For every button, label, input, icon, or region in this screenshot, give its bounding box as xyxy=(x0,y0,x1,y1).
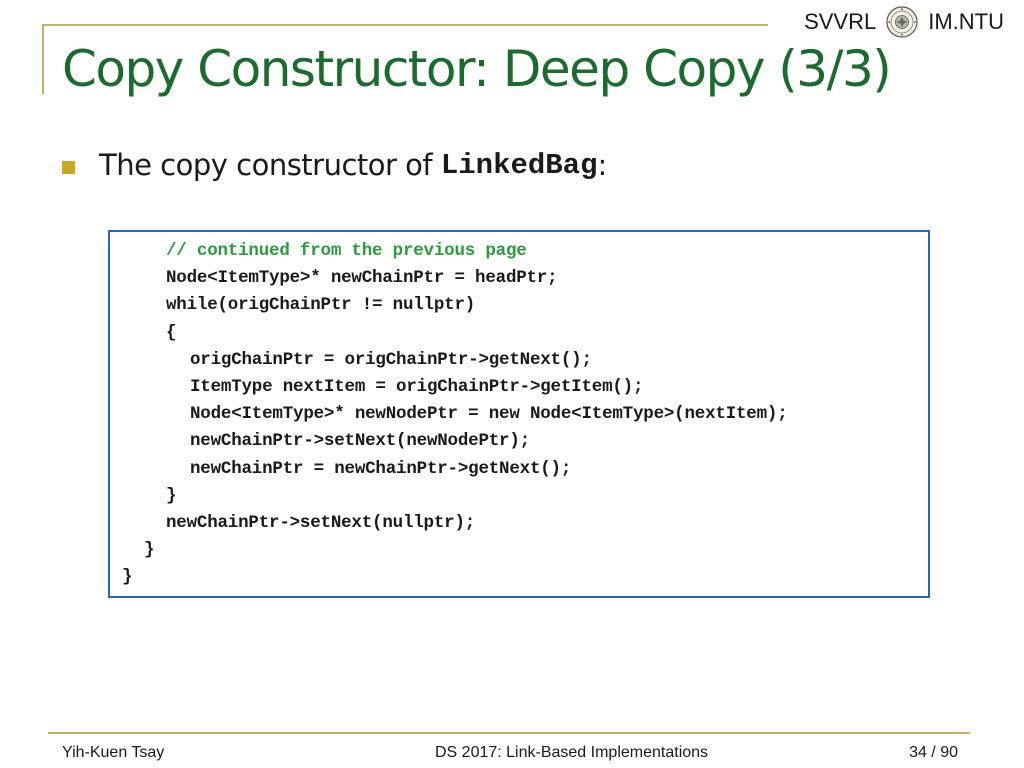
header-brand: SVVRL IM.NTU xyxy=(804,6,1004,38)
code-line: newChainPtr->setNext(nullptr); xyxy=(166,512,476,533)
brand-svvrl: SVVRL xyxy=(804,9,877,34)
footer-author: Yih-Kuen Tsay xyxy=(62,744,165,761)
code-line: ItemType nextItem = origChainPtr->getIte… xyxy=(190,376,644,397)
code-line: } xyxy=(144,540,155,561)
title-frame-top-line xyxy=(42,24,768,26)
brand-imntu: IM.NTU xyxy=(928,9,1004,34)
footer-course: DS 2017: Link-Based Implementations xyxy=(435,744,709,761)
code-line: Node<ItemType>* newChainPtr = headPtr; xyxy=(166,268,558,289)
bullet-item: The copy constructor of LinkedBag: xyxy=(62,148,607,182)
code-line: } xyxy=(122,567,133,588)
slide-title: Copy Constructor: Deep Copy (3/3) xyxy=(62,40,892,98)
footer-divider xyxy=(48,732,970,734)
university-seal-icon xyxy=(886,6,918,38)
bullet-text-prefix: The copy constructor of xyxy=(99,148,441,182)
bullet-text-suffix: : xyxy=(597,148,608,182)
code-line: } xyxy=(166,485,177,506)
square-bullet-icon xyxy=(62,160,75,174)
page-separator: / xyxy=(926,744,941,761)
code-line: newChainPtr = newChainPtr->getNext(); xyxy=(190,458,572,479)
title-frame-left-line xyxy=(42,24,44,94)
code-line: { xyxy=(166,322,177,343)
code-comment-line: // continued from the previous page xyxy=(166,241,527,261)
code-line: while(origChainPtr != nullptr) xyxy=(166,295,476,316)
code-block: // continued from the previous page Node… xyxy=(108,230,930,598)
code-listing: // continued from the previous page Node… xyxy=(110,238,788,591)
code-line: newChainPtr->setNext(newNodePtr); xyxy=(190,431,530,452)
code-line: origChainPtr = origChainPtr->getNext(); xyxy=(190,349,592,370)
page-current: 34 xyxy=(909,744,927,761)
footer-page-number: 34 / 90 xyxy=(909,744,958,762)
code-line: Node<ItemType>* newNodePtr = new Node<It… xyxy=(190,404,788,425)
page-total: 90 xyxy=(940,744,958,761)
bullet-code-word: LinkedBag xyxy=(440,148,598,182)
